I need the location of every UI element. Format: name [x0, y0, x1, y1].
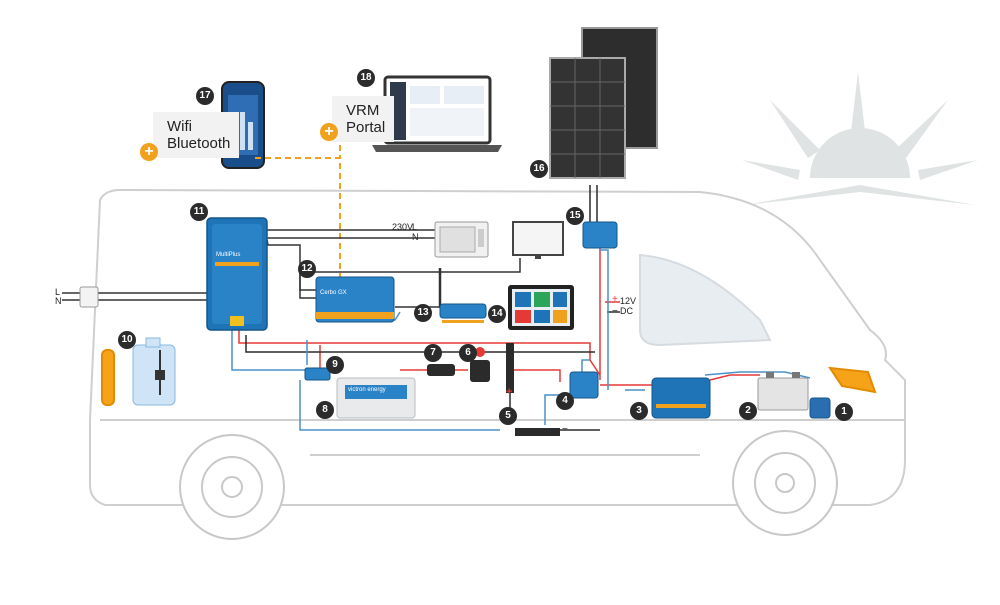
vrm-portal-callout: VRM Portal [332, 96, 394, 142]
sun-icon [742, 72, 978, 205]
badge-5: 5 [499, 407, 517, 425]
callout-vrm: VRM [346, 102, 380, 119]
vrm-plus-icon: + [320, 123, 338, 141]
badge-18: 18 [357, 69, 375, 87]
label-ac-l: L [412, 222, 418, 232]
starter-battery [757, 372, 809, 411]
badge-9: 9 [326, 356, 344, 374]
wifi-bluetooth-callout: Wifi Bluetooth [153, 112, 239, 158]
solar-panels [549, 27, 658, 179]
busbar-negative [515, 428, 560, 436]
water-tank [132, 337, 176, 406]
battery-monitor-shunt [304, 367, 331, 381]
wheels [179, 430, 838, 540]
busbar-positive [506, 343, 514, 393]
label-shore-n: N [55, 296, 62, 306]
tv-icon [512, 221, 564, 259]
battery-brand-label: victron energy [348, 387, 386, 393]
label-dc-plus: + [612, 294, 618, 305]
orion-dc-dc [569, 371, 599, 399]
fuse [427, 364, 455, 376]
badge-12: 12 [298, 260, 316, 278]
lithium-battery [336, 377, 416, 419]
alternator-charger [651, 377, 711, 419]
badge-2: 2 [739, 402, 757, 420]
mppt-controller [582, 221, 618, 249]
badge-11: 11 [190, 203, 208, 221]
wifi-plus-icon: + [140, 143, 158, 161]
badge-17: 17 [196, 87, 214, 105]
callout-bluetooth: Bluetooth [167, 135, 231, 152]
label-12v: 12V [620, 296, 637, 306]
label-ac-n: N [412, 232, 419, 242]
badge-10: 10 [118, 331, 136, 349]
label-dc: DC [620, 306, 633, 316]
gx-lte-device [438, 268, 487, 323]
badge-4: 4 [556, 392, 574, 410]
badge-16: 16 [530, 160, 548, 178]
shore-power-outlet [79, 286, 99, 308]
badge-1: 1 [835, 403, 853, 421]
badge-13: 13 [414, 304, 432, 322]
battery-switch [470, 347, 490, 382]
callout-portal: Portal [346, 119, 386, 136]
badge-8: 8 [316, 401, 334, 419]
alternator-icon [809, 397, 831, 419]
badge-15: 15 [566, 207, 584, 225]
touch-display [508, 285, 574, 330]
multiplus-inverter [206, 217, 268, 331]
multiplus-label: MultiPlus [216, 252, 241, 258]
badge-14: 14 [488, 305, 506, 323]
cerbo-label: Cerbo GX [320, 290, 347, 296]
cerbo-gx [315, 276, 395, 323]
badge-3: 3 [630, 402, 648, 420]
label-230v: 230V [392, 222, 414, 232]
label-dc-minus: − [612, 306, 618, 317]
busbar-minus-label: − [562, 424, 568, 435]
badge-6: 6 [459, 344, 477, 362]
van-outline [89, 188, 906, 506]
microwave-icon [434, 221, 489, 258]
label-shore-l: L [55, 287, 61, 297]
badge-7: 7 [424, 344, 442, 362]
busbar-plus-label: + [506, 386, 513, 398]
callout-wifi: Wifi [167, 118, 192, 135]
